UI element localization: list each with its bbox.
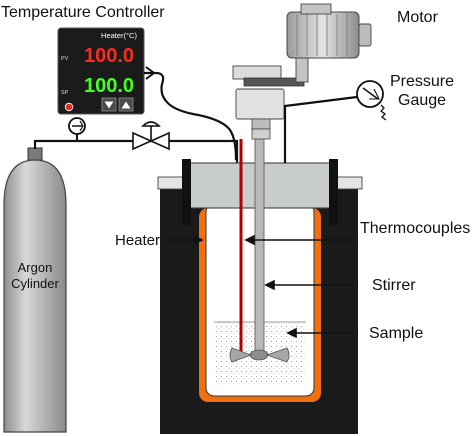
pv-display: 100.0 <box>84 45 134 67</box>
thermocouples-label: Thermocouples <box>360 220 470 237</box>
sp-display: 100.0 <box>84 75 134 97</box>
down-arrow-button-icon <box>101 97 117 112</box>
pv-label: PV <box>61 56 69 62</box>
pressure-label-line1: Pressure <box>390 73 454 90</box>
pressure-line <box>283 94 366 163</box>
power-icon <box>64 102 74 112</box>
temperature-controller: Heater(°C) PV 100.0 SP 100.0 <box>57 27 145 115</box>
sp-label: SP <box>61 90 69 96</box>
argon-label-line1: Argon <box>18 260 53 275</box>
sample-label: Sample <box>369 325 423 342</box>
stirrer <box>229 91 290 363</box>
up-arrow-button-icon <box>118 97 134 112</box>
motor-assembly <box>232 3 372 140</box>
heater-label: Heater <box>115 232 160 249</box>
controller-title: Temperature Controller <box>1 4 165 21</box>
stirrer-label: Stirrer <box>372 277 416 294</box>
motor-label: Motor <box>397 9 439 26</box>
pressure-gauge-icon <box>356 80 387 121</box>
callout-arrows <box>170 234 354 339</box>
line-pressure-gauge <box>68 117 86 141</box>
argon-label-line2: Cylinder <box>11 276 59 291</box>
pressure-label-line2: Gauge <box>398 92 446 109</box>
gas-valve <box>132 121 170 151</box>
argon-cylinder: Argon Cylinder <box>3 147 67 433</box>
control-wire <box>144 71 238 161</box>
controller-header: Heater(°C) <box>101 31 137 40</box>
